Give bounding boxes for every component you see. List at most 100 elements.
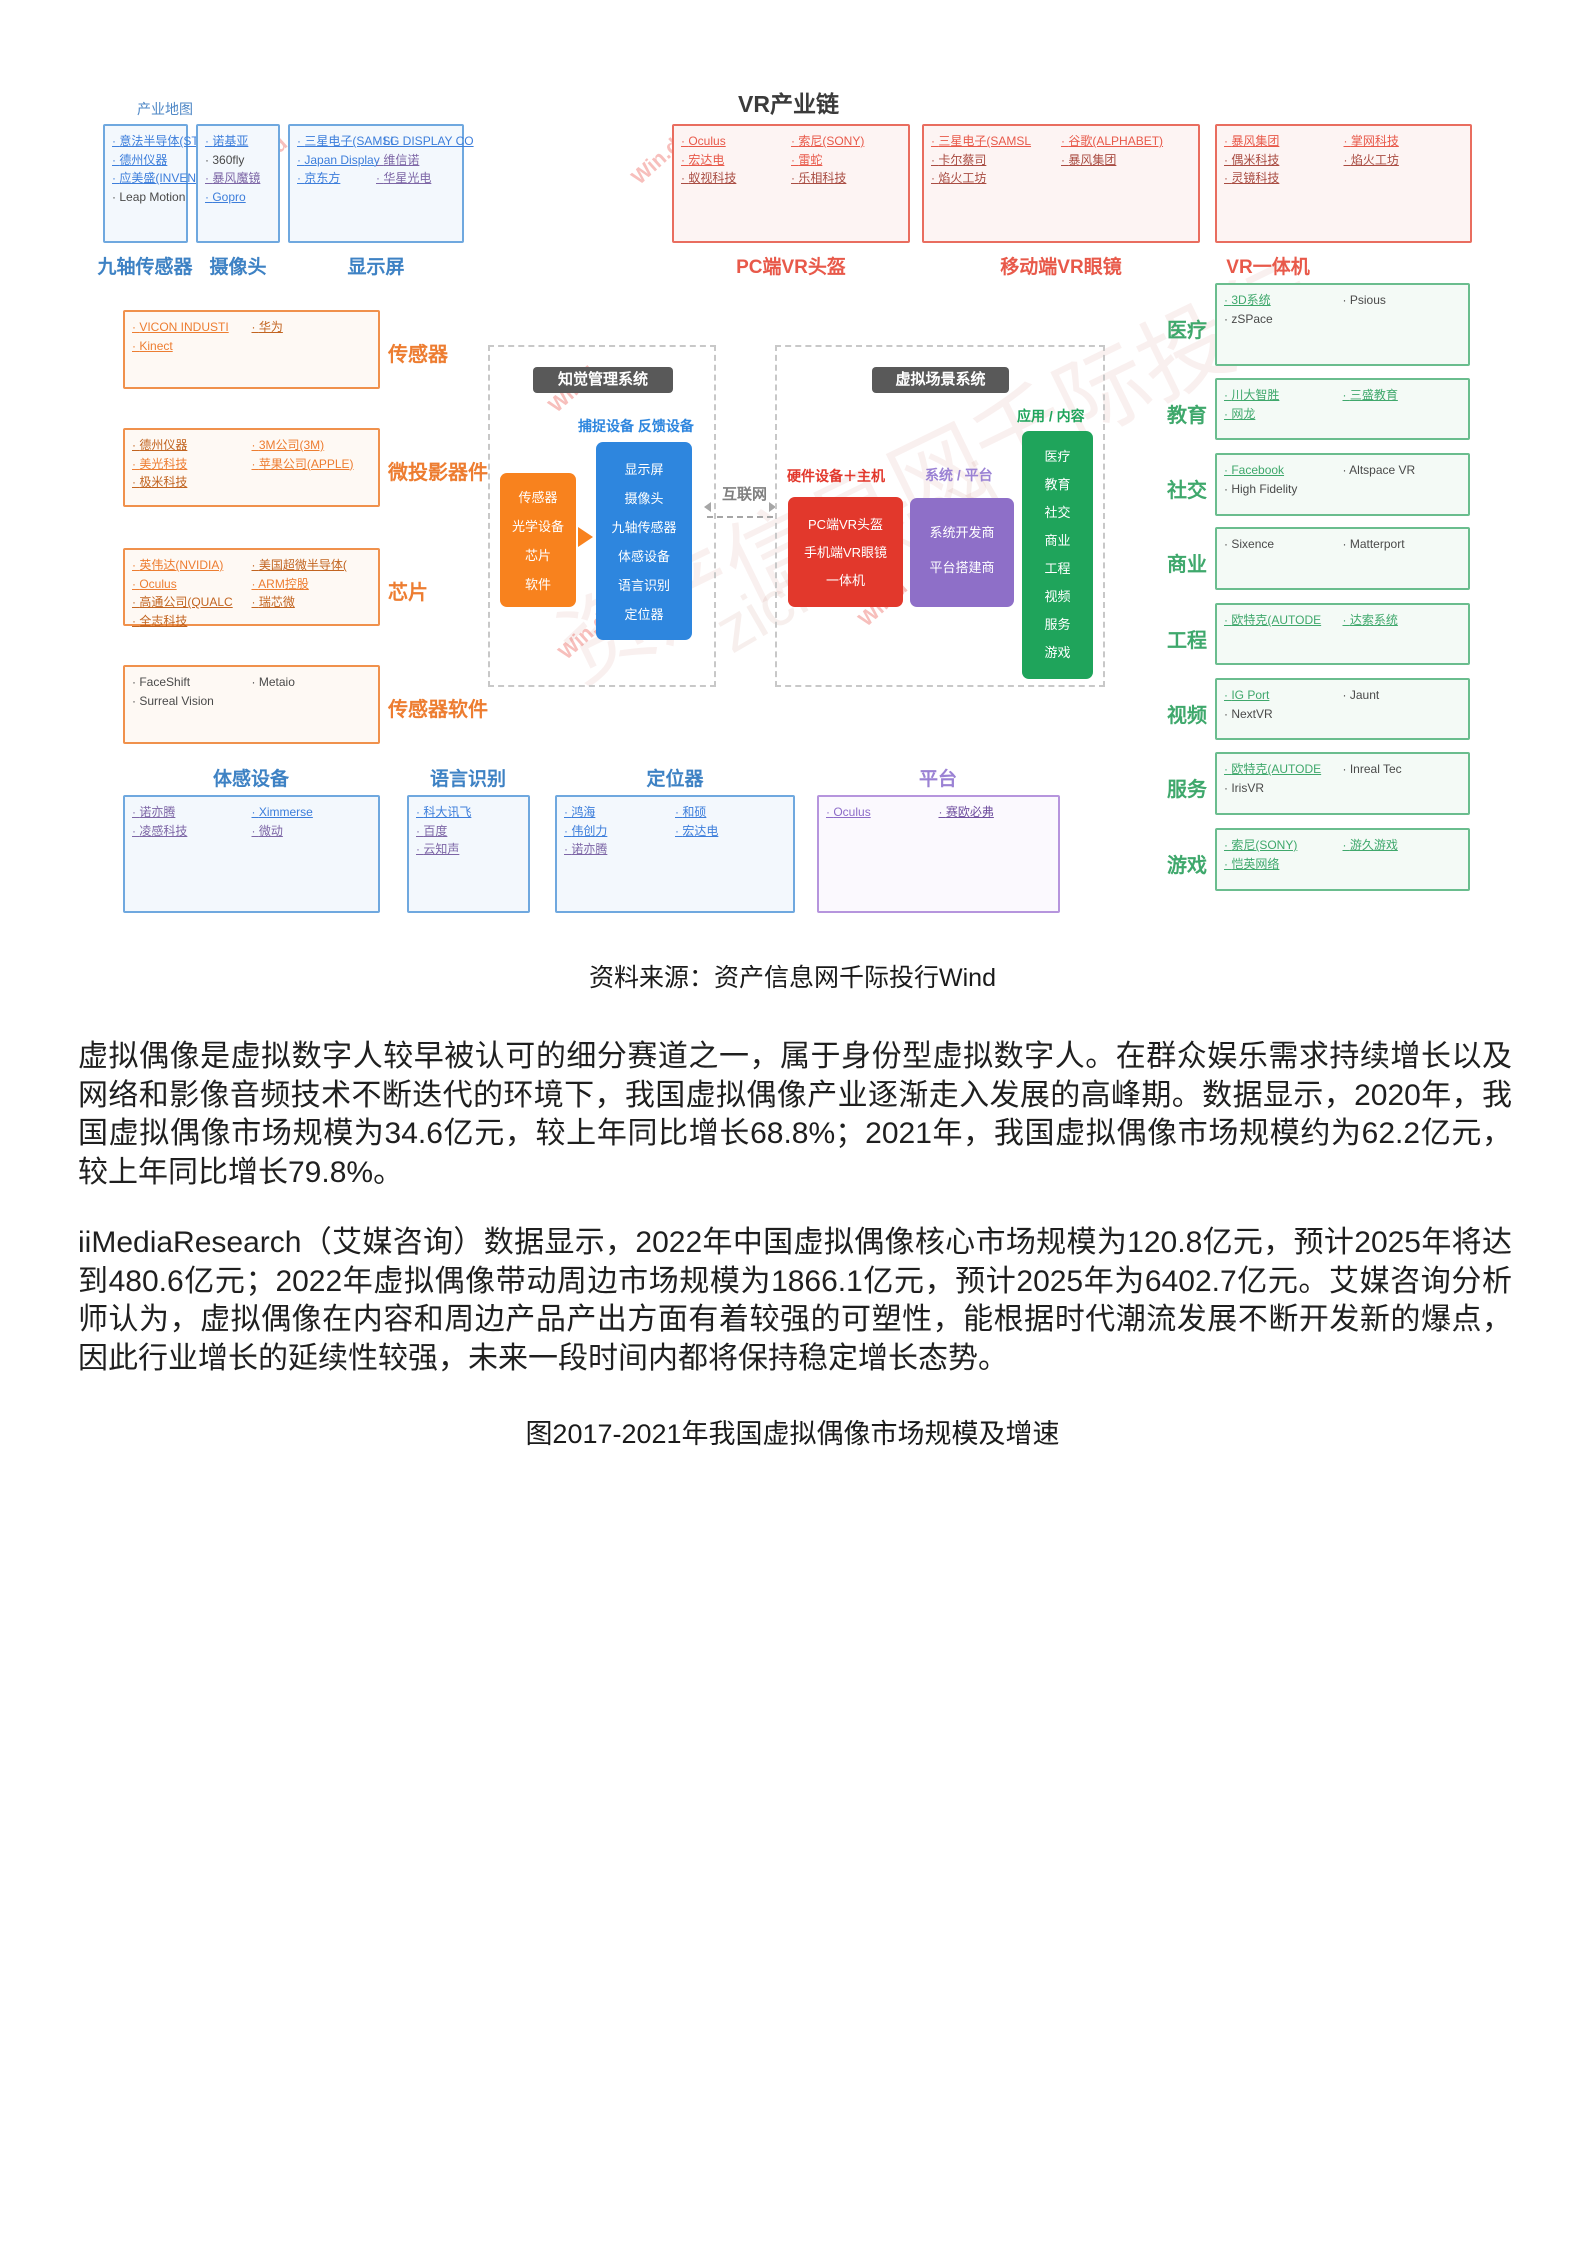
- box-camera: 诺基亚360fly暴风魔镜Gopro: [196, 124, 280, 243]
- company-list: Oculus: [826, 803, 1056, 822]
- company-list: 科大讯飞百度云知声: [416, 803, 526, 859]
- box-sensor: VICON INDUSTIKinect 华为: [123, 310, 380, 389]
- system-platform-stack: 系统开发商平台搭建商: [910, 498, 1014, 607]
- company-item[interactable]: 宏达电: [675, 822, 791, 841]
- company-item[interactable]: Kinect: [132, 337, 376, 356]
- company-list: Jaunt: [1343, 686, 1467, 705]
- company-item[interactable]: 微动: [252, 822, 377, 841]
- stack-item: 一体机: [825, 573, 865, 588]
- company-item[interactable]: 极米科技: [132, 473, 376, 492]
- company-item[interactable]: 达索系统: [1343, 611, 1467, 630]
- company-item[interactable]: 偶米科技: [1224, 151, 1468, 170]
- label-service: 服务: [1167, 779, 1207, 801]
- company-item[interactable]: 恺英网络: [1224, 855, 1466, 874]
- company-item[interactable]: 和硕: [675, 803, 791, 822]
- company-item: High Fidelity: [1224, 480, 1466, 499]
- stack-item: 游戏: [1044, 645, 1071, 660]
- company-item[interactable]: 暴风集团: [1224, 132, 1468, 151]
- company-item[interactable]: 3M公司(3M): [252, 436, 377, 455]
- company-item[interactable]: 高通公司(QUALC: [132, 593, 376, 612]
- company-item[interactable]: 云知声: [416, 840, 526, 859]
- company-item[interactable]: 应美盛(INVENSE: [112, 169, 212, 188]
- company-item[interactable]: 焰火工坊: [1344, 151, 1469, 170]
- company-item[interactable]: 京东方: [297, 169, 460, 188]
- company-list: 和硕宏达电: [675, 803, 791, 840]
- company-list: 欧特克(AUTODE: [1224, 611, 1466, 630]
- company-item[interactable]: 诺基亚: [205, 132, 276, 151]
- company-list: IG PortNextVR: [1224, 686, 1466, 723]
- company-item[interactable]: 三星电子(SAMSL: [297, 132, 460, 151]
- company-item[interactable]: Japan Display: [297, 151, 460, 170]
- company-item[interactable]: 欧特克(AUTODE: [1224, 760, 1466, 779]
- company-item[interactable]: IG Port: [1224, 686, 1466, 705]
- company-item: Surreal Vision: [132, 692, 376, 711]
- box-nine-axis-sensor: 意法半导体(STM)德州仪器应美盛(INVENSELeap Motion: [103, 124, 213, 243]
- company-item[interactable]: 3D系统: [1224, 291, 1466, 310]
- company-item[interactable]: VICON INDUSTI: [132, 318, 376, 337]
- company-item[interactable]: 意法半导体(STM): [112, 132, 212, 151]
- application-content-stack: 医疗教育社交商业工程视频服务游戏: [1022, 431, 1093, 679]
- label-education: 教育: [1167, 405, 1207, 427]
- company-item[interactable]: 蚁视科技: [681, 169, 906, 188]
- company-item[interactable]: 欧特克(AUTODE: [1224, 611, 1466, 630]
- company-list: 掌网科技焰火工坊: [1344, 132, 1469, 169]
- company-item[interactable]: 全志科技: [132, 612, 376, 631]
- company-item[interactable]: 暴风魔镜: [205, 169, 276, 188]
- company-item[interactable]: 美光科技: [132, 455, 376, 474]
- company-item[interactable]: 川大智胜: [1224, 386, 1466, 405]
- company-item[interactable]: 美国超微半导体(: [252, 556, 377, 575]
- company-item[interactable]: Gopro: [205, 188, 276, 207]
- stack-item: 服务: [1044, 617, 1071, 632]
- company-item[interactable]: 暴风集团: [1061, 151, 1196, 170]
- company-item[interactable]: ARM控股: [252, 575, 377, 594]
- company-item[interactable]: 诺亦腾: [564, 840, 791, 859]
- company-item[interactable]: Oculus: [681, 132, 906, 151]
- company-item[interactable]: 伟创力: [564, 822, 791, 841]
- company-item[interactable]: 赛欧必弗: [939, 803, 1057, 822]
- company-item[interactable]: 鸿海: [564, 803, 791, 822]
- stack-item: 传感器: [518, 490, 558, 505]
- company-item[interactable]: 苹果公司(APPLE): [252, 455, 377, 474]
- arrow-right-icon: [578, 527, 593, 547]
- company-item[interactable]: 卡尔蔡司: [931, 151, 1196, 170]
- company-item[interactable]: 百度: [416, 822, 526, 841]
- box-video: IG PortNextVR Jaunt: [1215, 678, 1470, 740]
- system-platform-label: 系统 / 平台: [925, 467, 993, 483]
- company-item[interactable]: 德州仪器: [112, 151, 184, 170]
- company-list: 暴风集团偶米科技灵镜科技: [1224, 132, 1468, 188]
- company-item[interactable]: 三盛教育: [1343, 386, 1467, 405]
- company-item[interactable]: 焰火工坊: [931, 169, 1196, 188]
- company-item[interactable]: 科大讯飞: [416, 803, 526, 822]
- company-list: 谷歌(ALPHABET)暴风集团: [1061, 132, 1196, 169]
- company-item[interactable]: 华为: [252, 318, 377, 337]
- company-item[interactable]: 英伟达(NVIDIA): [132, 556, 376, 575]
- company-item[interactable]: 谷歌(ALPHABET): [1061, 132, 1196, 151]
- diagram-title: VR产业链: [738, 91, 839, 117]
- company-item[interactable]: Facebook: [1224, 461, 1466, 480]
- company-item[interactable]: 华星光电: [376, 169, 460, 188]
- company-item[interactable]: Oculus: [132, 575, 376, 594]
- company-item[interactable]: 宏达电: [681, 151, 906, 170]
- label-camera: 摄像头: [209, 257, 267, 278]
- company-item[interactable]: LG DISPLAY CO: [376, 132, 473, 151]
- company-item[interactable]: 索尼(SONY): [791, 132, 906, 151]
- stack-list: 医疗教育社交商业工程视频服务游戏: [1022, 431, 1093, 667]
- company-list: 三星电子(SAMSLJapan Display京东方: [297, 132, 460, 188]
- company-item[interactable]: Oculus: [826, 803, 1056, 822]
- box-education: 川大智胜网龙 三盛教育: [1215, 378, 1470, 440]
- company-item[interactable]: 三星电子(SAMSL: [931, 132, 1196, 151]
- company-item[interactable]: 瑞芯微: [252, 593, 377, 612]
- company-item[interactable]: 索尼(SONY): [1224, 836, 1466, 855]
- company-item[interactable]: 网龙: [1224, 405, 1466, 424]
- company-item[interactable]: 维信诺: [376, 151, 460, 170]
- company-item[interactable]: 游久游戏: [1343, 836, 1467, 855]
- company-item[interactable]: 掌网科技: [1344, 132, 1469, 151]
- arrow-right-icon: [769, 502, 776, 512]
- company-item[interactable]: Ximmerse: [252, 803, 377, 822]
- company-item[interactable]: 灵镜科技: [1224, 169, 1468, 188]
- company-item[interactable]: 乐相科技: [791, 169, 906, 188]
- company-item[interactable]: 凌感科技: [132, 822, 376, 841]
- company-item[interactable]: 德州仪器: [132, 436, 376, 455]
- company-item[interactable]: 诺亦腾: [132, 803, 376, 822]
- company-item[interactable]: 雷蛇: [791, 151, 906, 170]
